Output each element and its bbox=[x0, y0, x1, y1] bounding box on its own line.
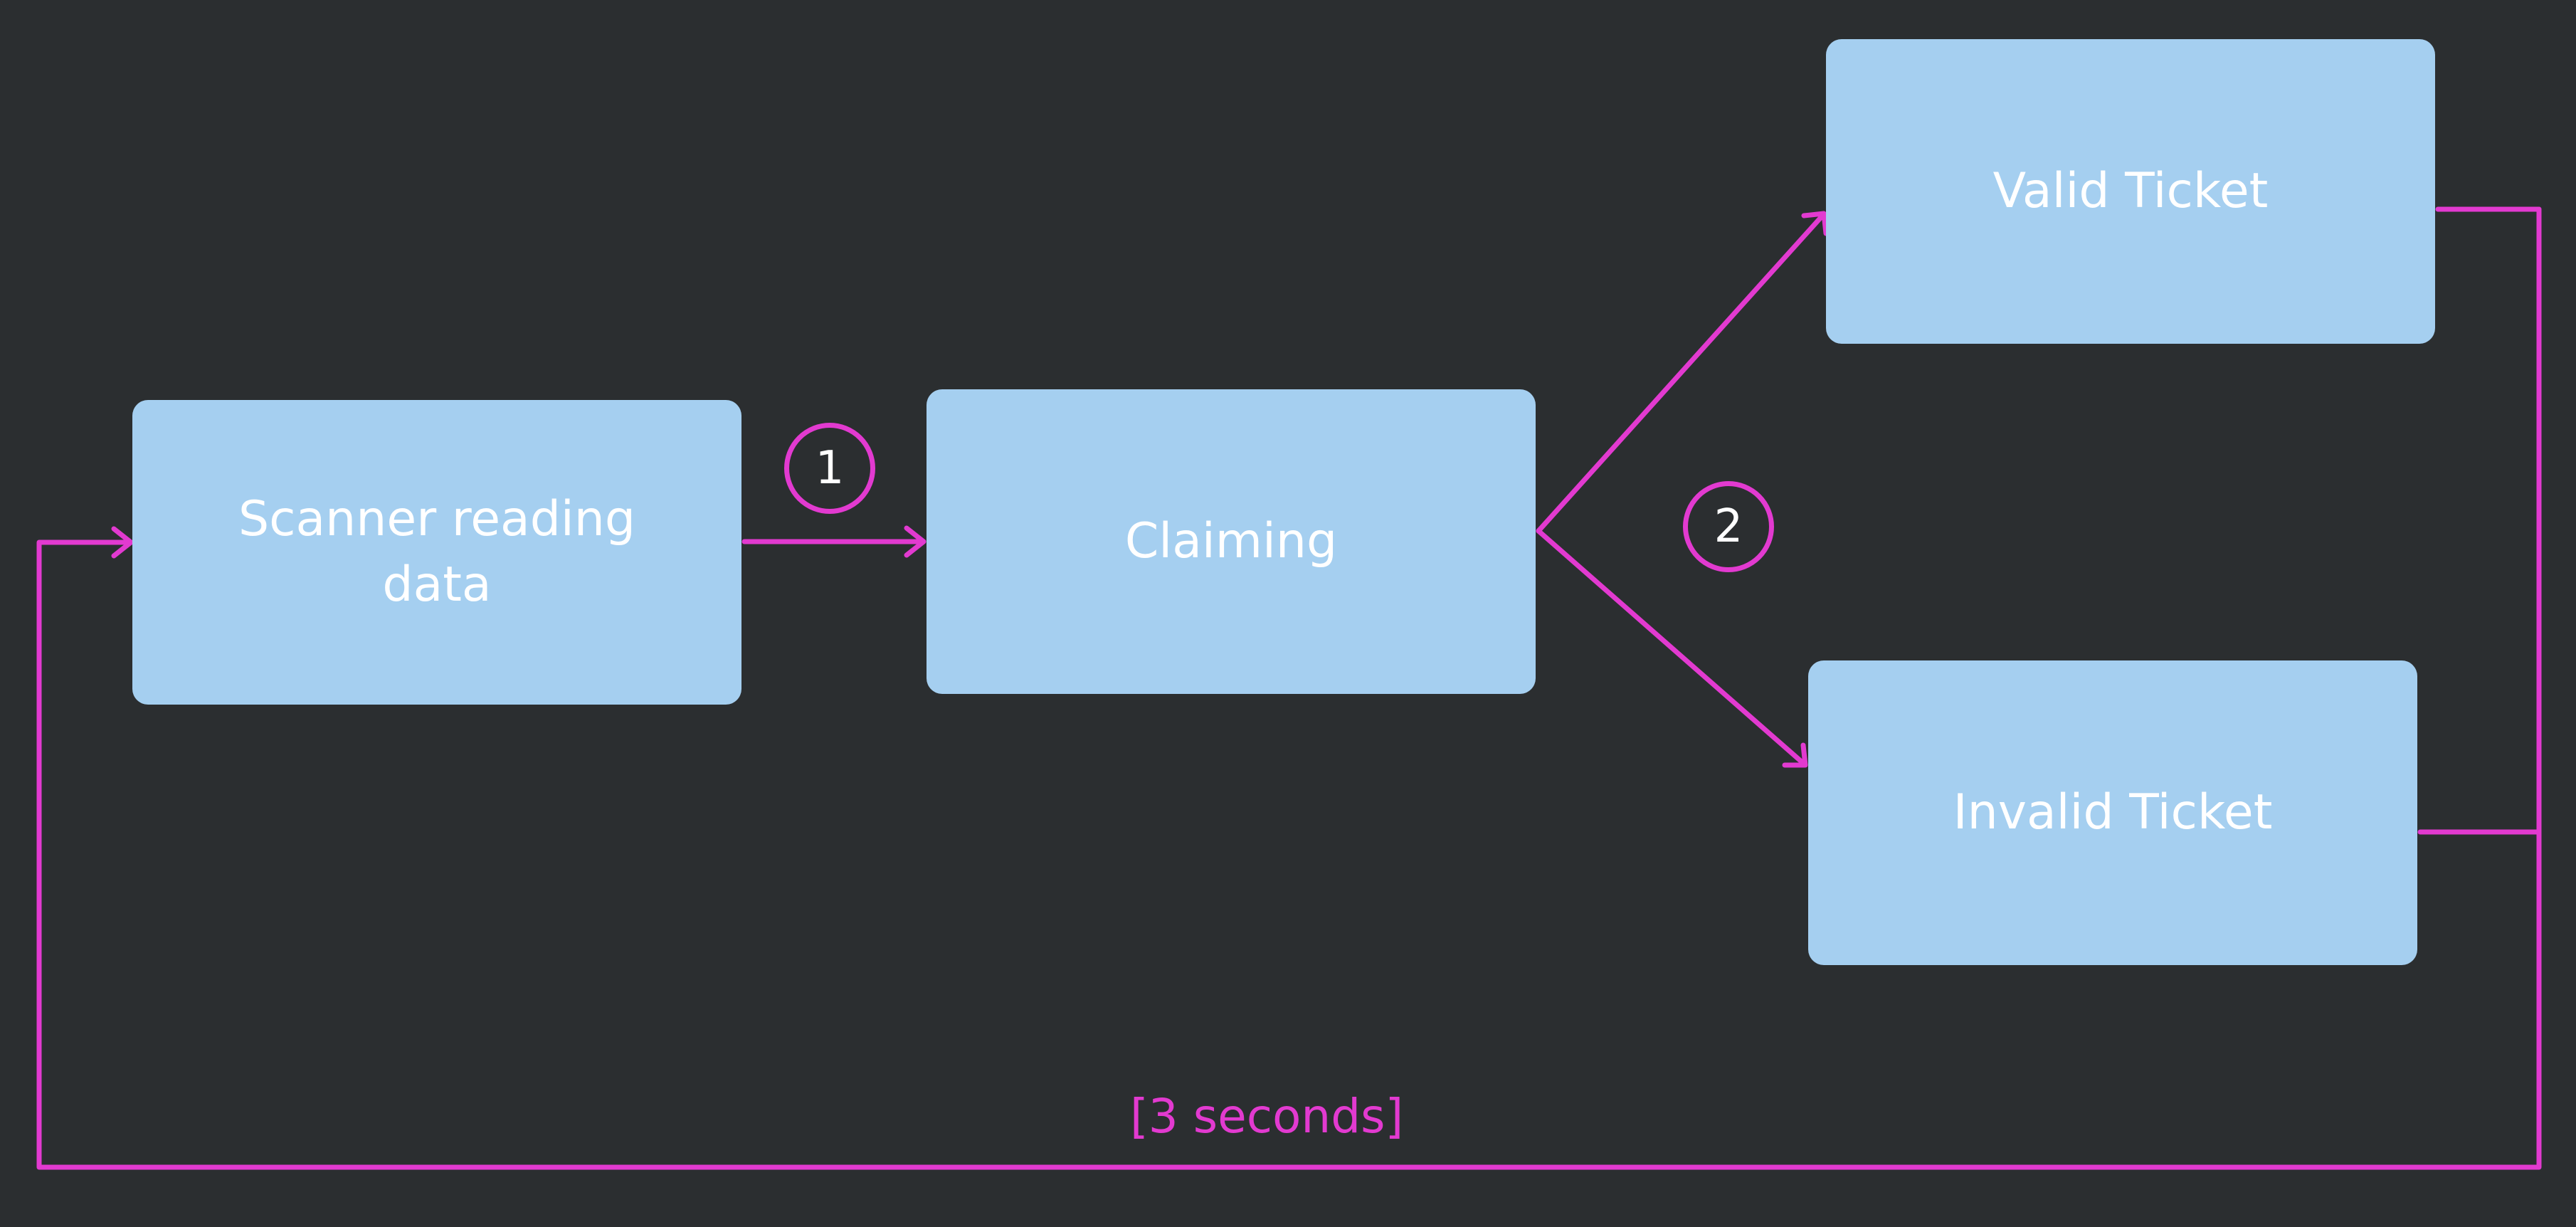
arrowhead-claiming-icon bbox=[904, 525, 927, 558]
step-marker-1-label: 1 bbox=[815, 442, 845, 495]
arrowhead-invalid-icon bbox=[1782, 742, 1808, 768]
step-marker-2-label: 2 bbox=[1714, 500, 1743, 553]
loop-delay-label: [3 seconds] bbox=[1130, 1089, 1404, 1144]
arrowhead-valid-icon bbox=[1801, 211, 1829, 236]
step-marker-1: 1 bbox=[784, 423, 875, 514]
node-claiming-label: Claiming bbox=[1124, 513, 1338, 569]
node-valid-ticket[interactable]: Valid Ticket bbox=[1826, 39, 2435, 344]
node-invalid-label: Invalid Ticket bbox=[1953, 784, 2273, 841]
node-claiming[interactable]: Claiming bbox=[927, 389, 1536, 694]
edge-loop-back bbox=[36, 206, 2542, 1170]
arrowhead-scanner-icon bbox=[111, 526, 134, 559]
node-invalid-ticket[interactable]: Invalid Ticket bbox=[1808, 660, 2417, 965]
edge-claiming-to-invalid bbox=[1536, 528, 1807, 767]
node-scanner-label: Scanner reading data bbox=[238, 491, 636, 613]
node-valid-label: Valid Ticket bbox=[1992, 163, 2269, 219]
step-marker-2: 2 bbox=[1683, 481, 1774, 572]
edge-claiming-to-valid bbox=[1536, 212, 1826, 534]
node-scanner-reading-data[interactable]: Scanner reading data bbox=[132, 400, 741, 705]
